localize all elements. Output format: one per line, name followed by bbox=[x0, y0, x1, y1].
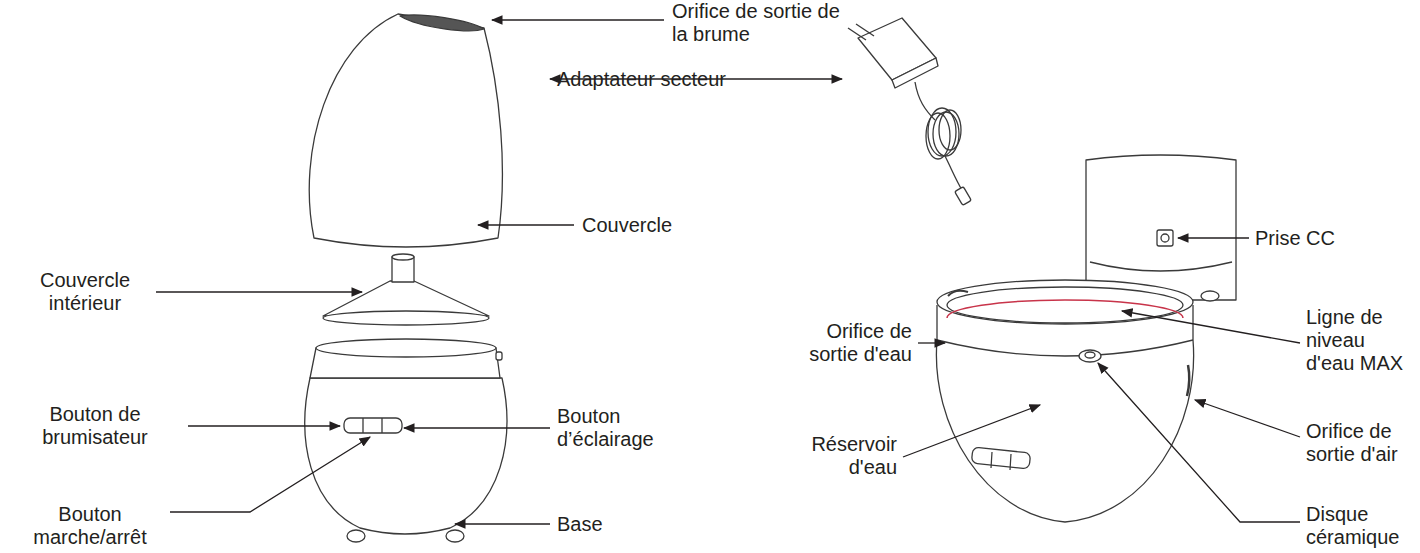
leader-line bbox=[1195, 400, 1300, 437]
leader-line bbox=[478, 224, 574, 225]
leader-line bbox=[1098, 363, 1300, 522]
cover-drawing bbox=[309, 14, 502, 247]
inner-lid-drawing bbox=[323, 254, 489, 325]
leader-line bbox=[404, 427, 550, 428]
part-label: Adaptateur secteur bbox=[557, 68, 797, 91]
leader-line bbox=[918, 342, 945, 343]
leader-line bbox=[188, 425, 340, 426]
leader-line bbox=[492, 19, 664, 20]
leader-line bbox=[156, 291, 362, 292]
part-label: Réservoir d'eau bbox=[787, 433, 897, 479]
part-label: Bouton d’éclairage bbox=[557, 405, 687, 451]
part-label: Couvercle intérieur bbox=[20, 269, 150, 315]
leader-line bbox=[170, 437, 370, 512]
leader-line bbox=[1122, 311, 1300, 343]
part-label: Base bbox=[557, 513, 637, 536]
adapter-drawing bbox=[848, 18, 971, 205]
part-label: Couvercle bbox=[582, 214, 722, 237]
part-label: Ligne de niveau d'eau MAX bbox=[1306, 306, 1411, 375]
base-drawing bbox=[305, 339, 507, 542]
part-label: Orifice de sortie d'eau bbox=[794, 320, 912, 366]
part-label: Orifice de sortie de la brume bbox=[672, 0, 850, 46]
part-label: Prise CC bbox=[1255, 227, 1375, 250]
part-label: Bouton de brumisateur bbox=[10, 403, 180, 449]
leader-line bbox=[1178, 237, 1249, 238]
back-view-drawing bbox=[1086, 155, 1236, 301]
part-label: Disque céramique bbox=[1306, 503, 1416, 549]
leader-line bbox=[455, 523, 550, 524]
leader-line bbox=[903, 405, 1040, 457]
part-label: Bouton marche/arrêt bbox=[15, 503, 165, 549]
part-label: Orifice de sortie d'air bbox=[1306, 420, 1416, 466]
